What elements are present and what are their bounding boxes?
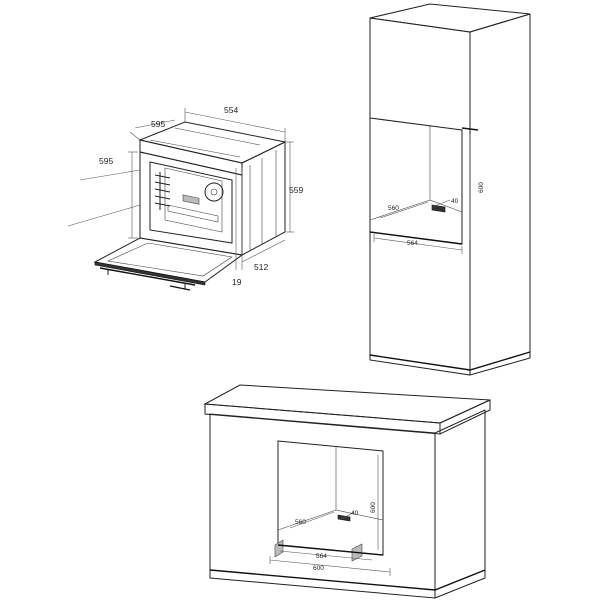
oven-display xyxy=(182,194,200,205)
oven-fan-hub xyxy=(210,188,218,196)
oven-fan xyxy=(204,182,224,202)
base-cabinet-support-left xyxy=(274,539,284,558)
tall-cabinet-vent-label: 40 xyxy=(451,198,459,205)
oven-side-depth-label: 512 xyxy=(254,262,268,272)
oven-top-seam xyxy=(174,127,261,146)
tall-cabinet-drawing: 560 40 600 564 xyxy=(369,3,531,376)
oven-top-edge xyxy=(149,139,241,158)
base-cabinet-niche xyxy=(277,440,384,556)
oven-height-label: 595 xyxy=(99,156,113,166)
oven-drawing: 554 595 595 559 512 19 xyxy=(67,105,303,291)
oven-rack xyxy=(167,204,219,223)
oven-shelf-runners xyxy=(154,172,171,210)
tall-cabinet-width-label: 564 xyxy=(407,240,418,247)
tall-cabinet-shelf-edge xyxy=(369,231,463,245)
tall-cabinet-side xyxy=(469,13,531,376)
base-cabinet-drawing: 560 40 600 564 600 xyxy=(203,384,491,599)
base-cabinet-worktop-edge xyxy=(204,403,441,435)
oven-door-glass xyxy=(106,242,233,277)
oven-cavity xyxy=(149,161,233,244)
base-cabinet-depth-label: 560 xyxy=(295,519,306,526)
tall-cabinet-niche xyxy=(369,117,463,245)
oven-front-thickness-label: 19 xyxy=(232,277,242,287)
base-cabinet-shelf-edge xyxy=(277,544,384,556)
tall-cabinet-depth-label: 560 xyxy=(388,205,399,212)
base-cabinet-dimensions xyxy=(269,455,391,576)
oven-control-panel xyxy=(139,139,243,176)
tall-cabinet-niche-floor-edge xyxy=(369,199,431,221)
base-cabinet-worktop-side xyxy=(439,399,491,435)
oven-depth-label: 595 xyxy=(151,119,165,129)
tall-cabinet-vent xyxy=(431,204,446,213)
tall-cabinet-dimensions xyxy=(373,134,471,254)
tall-cabinet-top xyxy=(369,3,531,33)
oven-width-label: 554 xyxy=(224,105,238,115)
oven-door-handle xyxy=(99,267,196,291)
base-cabinet-inner-width-label: 564 xyxy=(316,553,327,560)
oven-door-edge xyxy=(94,261,206,286)
tall-cabinet-niche-lip xyxy=(461,127,479,131)
oven-dimensions xyxy=(67,108,294,270)
base-cabinet-height-label: 600 xyxy=(370,502,377,513)
tall-cabinet-front xyxy=(369,17,471,376)
tall-cabinet-height-label: 600 xyxy=(478,182,485,193)
oven-cavity-back xyxy=(164,167,223,233)
base-cabinet-side xyxy=(434,409,486,599)
tall-cabinet-plinth xyxy=(369,351,531,371)
base-cabinet-vent-label: 40 xyxy=(351,510,359,517)
base-cabinet-niche-floor-edge xyxy=(277,509,337,531)
base-cabinet-outer-width-label: 600 xyxy=(313,565,324,572)
base-cabinet-plinth xyxy=(209,569,486,591)
oven-inner-height-label: 559 xyxy=(289,185,303,195)
oven-side-panel xyxy=(241,141,286,256)
